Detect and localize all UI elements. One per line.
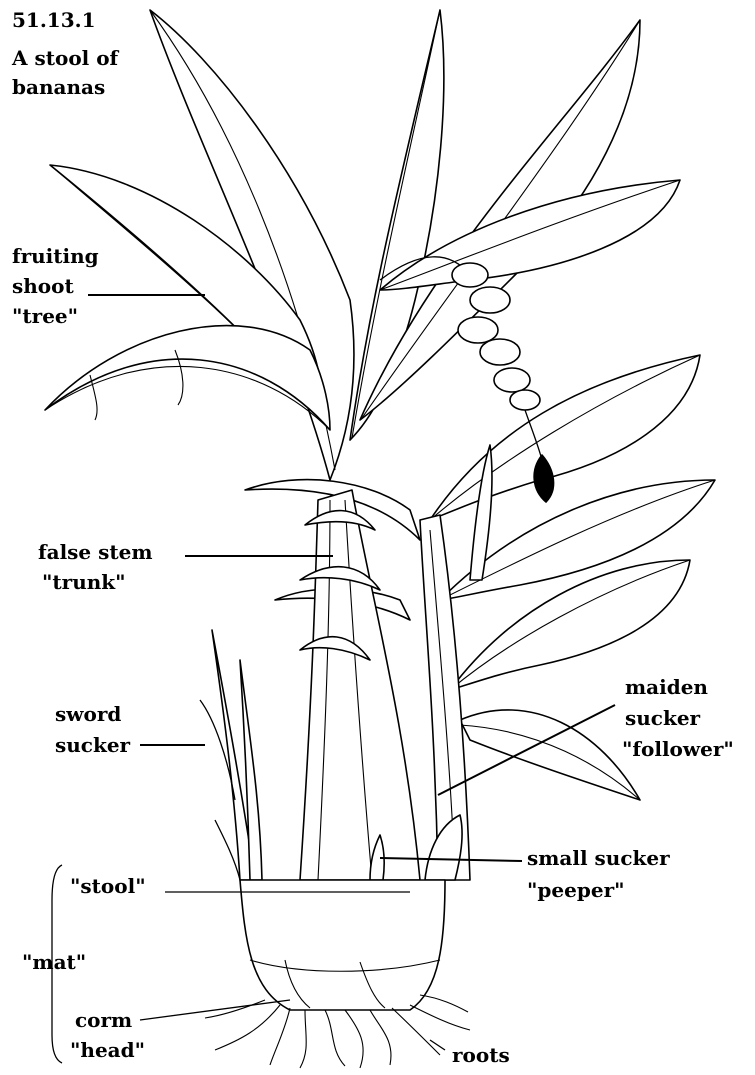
label-sword-sucker-line1: sword <box>55 702 121 726</box>
leader-corm <box>140 1000 290 1020</box>
label-fruiting-shoot-line2: shoot <box>12 274 74 298</box>
label-corm-line2: "head" <box>70 1038 145 1062</box>
false-stem <box>300 490 420 880</box>
label-false-stem-line2: "trunk" <box>42 570 126 594</box>
label-roots: roots <box>452 1043 510 1067</box>
label-corm-line1: corm <box>75 1008 132 1032</box>
label-maiden-sucker-line3: "follower" <box>622 737 734 761</box>
label-sword-sucker-line2: sucker <box>55 733 130 757</box>
corm <box>240 880 445 1010</box>
label-false-stem-line1: false stem <box>38 540 153 564</box>
label-maiden-sucker-line2: sucker <box>625 706 700 730</box>
leaf-lower-left <box>45 326 330 430</box>
label-small-sucker-line2: "peeper" <box>527 878 625 902</box>
maiden-sucker-stem <box>420 515 470 880</box>
label-small-sucker-line1: small sucker <box>527 846 670 870</box>
label-fruiting-shoot-line1: fruiting <box>12 244 99 268</box>
leader-roots <box>430 1040 445 1050</box>
label-mat: "mat" <box>22 950 86 974</box>
label-fruiting-shoot-line3: "tree" <box>12 304 78 328</box>
sword-sucker <box>200 630 262 880</box>
figure-number: 51.13.1 <box>12 8 96 32</box>
label-maiden-sucker-line1: maiden <box>625 675 708 699</box>
caption-line-1: A stool of <box>12 46 118 70</box>
maiden-leaf-drooping <box>460 710 640 800</box>
label-stool: "stool" <box>70 874 146 898</box>
caption-line-2: bananas <box>12 75 105 99</box>
